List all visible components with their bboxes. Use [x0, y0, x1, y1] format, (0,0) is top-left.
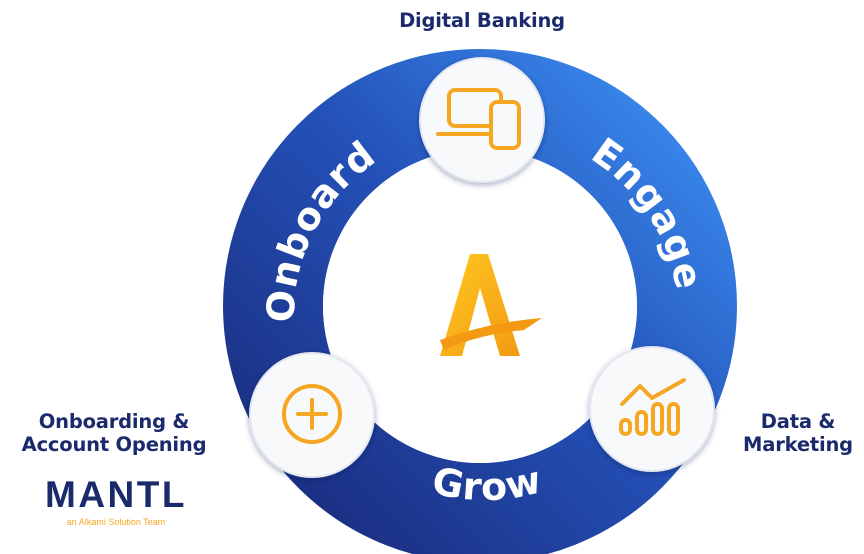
label-digital-banking: Digital Banking	[399, 9, 565, 32]
label-onboarding: Onboarding & Account Opening	[4, 410, 224, 456]
label-onboarding-line2: Account Opening	[21, 433, 207, 456]
mantl-tagline: an Alkami Solution Team	[66, 517, 166, 527]
devices-icon	[436, 88, 521, 150]
label-data-marketing-line1: Data &	[760, 410, 836, 433]
label-data-marketing-line2: Marketing	[743, 433, 853, 456]
node-digital-banking	[419, 57, 545, 183]
label-data-marketing: Data & Marketing	[732, 410, 864, 456]
ring-label-grow: Grow	[428, 457, 546, 509]
plus-circle-icon	[282, 384, 342, 444]
mantl-wordmark: MANTL	[45, 474, 187, 515]
alkami-a-logo	[440, 254, 542, 356]
inner-disc	[323, 149, 637, 463]
mantl-logo: MANTL an Alkami Solution Team	[36, 474, 196, 528]
bar-chart-trend-icon	[619, 378, 686, 436]
label-onboarding-line1: Onboarding &	[38, 410, 190, 433]
